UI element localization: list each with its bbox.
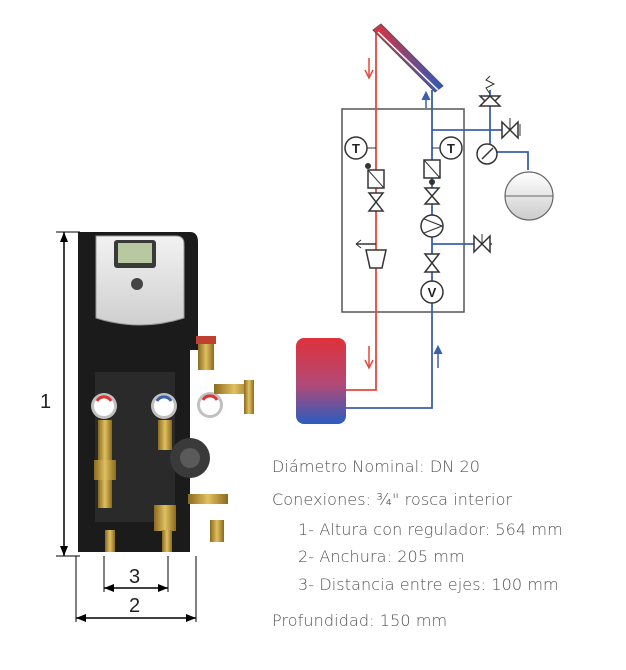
- expansion-vessel-icon: [504, 171, 554, 221]
- pump-icon: [420, 214, 444, 238]
- svg-text:T: T: [352, 141, 360, 156]
- pressure-gauge-icon: [476, 143, 498, 165]
- spec-height: 1- Altura con regulador: 564 mm: [298, 520, 563, 539]
- solar-collector-icon: [372, 23, 444, 93]
- dimension-2-label: 2: [129, 595, 140, 617]
- thermometer-gauge-blue-icon: [151, 393, 177, 419]
- spec-depth: Profundidad: 150 mm: [272, 611, 448, 630]
- dimension-1: 1: [40, 231, 80, 557]
- thermometer-right-icon: T: [432, 136, 463, 160]
- controller-icon: [95, 235, 185, 326]
- spec-nominal-diameter: Diámetro Nominal: DN 20: [272, 457, 481, 476]
- pump-photo-icon: [170, 438, 210, 478]
- hot-flow-arrow-bottom-icon: [364, 346, 374, 370]
- storage-tank-icon: [296, 338, 346, 424]
- dimension-2: 2: [75, 556, 197, 622]
- ball-valve-right-top-icon: [423, 187, 441, 205]
- safety-valve-icon: [478, 75, 502, 108]
- cold-flow-arrow-top-icon: [421, 90, 431, 108]
- dimension-3-label: 3: [129, 566, 140, 588]
- svg-text:T: T: [447, 141, 455, 156]
- svg-text:V: V: [428, 285, 437, 300]
- flowmeter-icon: V: [420, 280, 444, 304]
- drain-valve-icon: [473, 234, 491, 254]
- hot-flow-arrow-top-icon: [364, 58, 374, 80]
- dimension-3: 3: [103, 556, 169, 592]
- thermometer-left-icon: T: [344, 136, 376, 160]
- ball-valve-right-bottom-icon: [423, 253, 441, 273]
- product-photo: 1 3 2: [40, 231, 254, 622]
- ball-valve-upper-right-icon: [501, 118, 521, 140]
- pressure-gauge-photo-icon: [197, 392, 223, 418]
- thermometer-gauge-red-icon: [91, 393, 117, 419]
- check-valve-right-icon: [423, 159, 441, 185]
- spec-connections: Conexiones: ¾" rosca interior: [272, 490, 513, 509]
- spec-width: 2- Anchura: 205 mm: [298, 547, 465, 566]
- dimension-1-label: 1: [40, 391, 51, 413]
- check-valve-left-icon: [365, 163, 385, 189]
- filler-funnel-icon: [355, 239, 387, 269]
- cold-flow-arrow-bottom-icon: [433, 344, 443, 368]
- hydraulic-schematic: T T V: [296, 23, 554, 424]
- spec-axis-distance: 3- Distancia entre ejes: 100 mm: [298, 575, 559, 594]
- ball-valve-left-icon: [367, 192, 385, 212]
